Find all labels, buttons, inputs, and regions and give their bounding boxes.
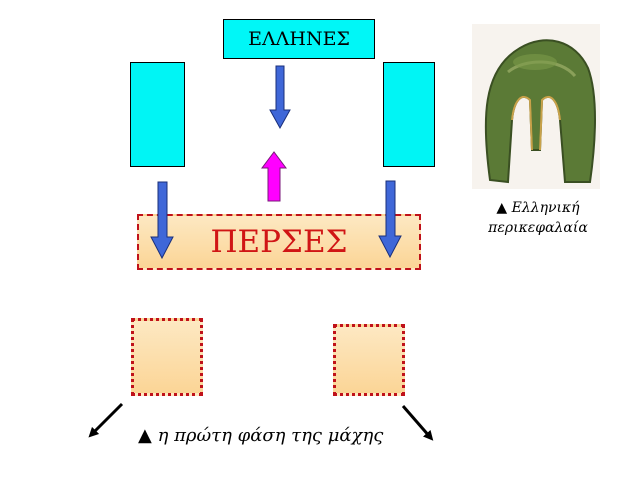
retreat-left-arrow [88, 402, 124, 438]
greeks-label: ΕΛΛΗΝΕΣ [248, 28, 350, 50]
persians-label: ΠΕΡΣΕΣ [210, 224, 348, 260]
helmet-caption: ▲ Ελληνική περικεφαλαία [463, 198, 613, 238]
persians-box: ΠΕΡΣΕΣ [137, 214, 421, 270]
helmet-caption-line1: ▲ Ελληνική [496, 200, 580, 216]
persian-push-arrow [261, 151, 287, 202]
greek-left-wing [130, 62, 185, 167]
greek-right-advance-arrow [378, 180, 402, 259]
greek-left-advance-arrow [150, 181, 174, 260]
persian-right-unit [333, 324, 405, 396]
diagram-caption: ▲ η πρώτη φάση της μάχης [138, 425, 384, 446]
greek-center-advance-arrow [269, 65, 291, 130]
helmet-caption-line2: περικεφαλαία [488, 220, 588, 236]
persian-left-unit [131, 318, 203, 396]
greek-right-wing [383, 62, 435, 167]
retreat-right-arrow [401, 405, 434, 441]
greeks-box: ΕΛΛΗΝΕΣ [223, 19, 375, 59]
